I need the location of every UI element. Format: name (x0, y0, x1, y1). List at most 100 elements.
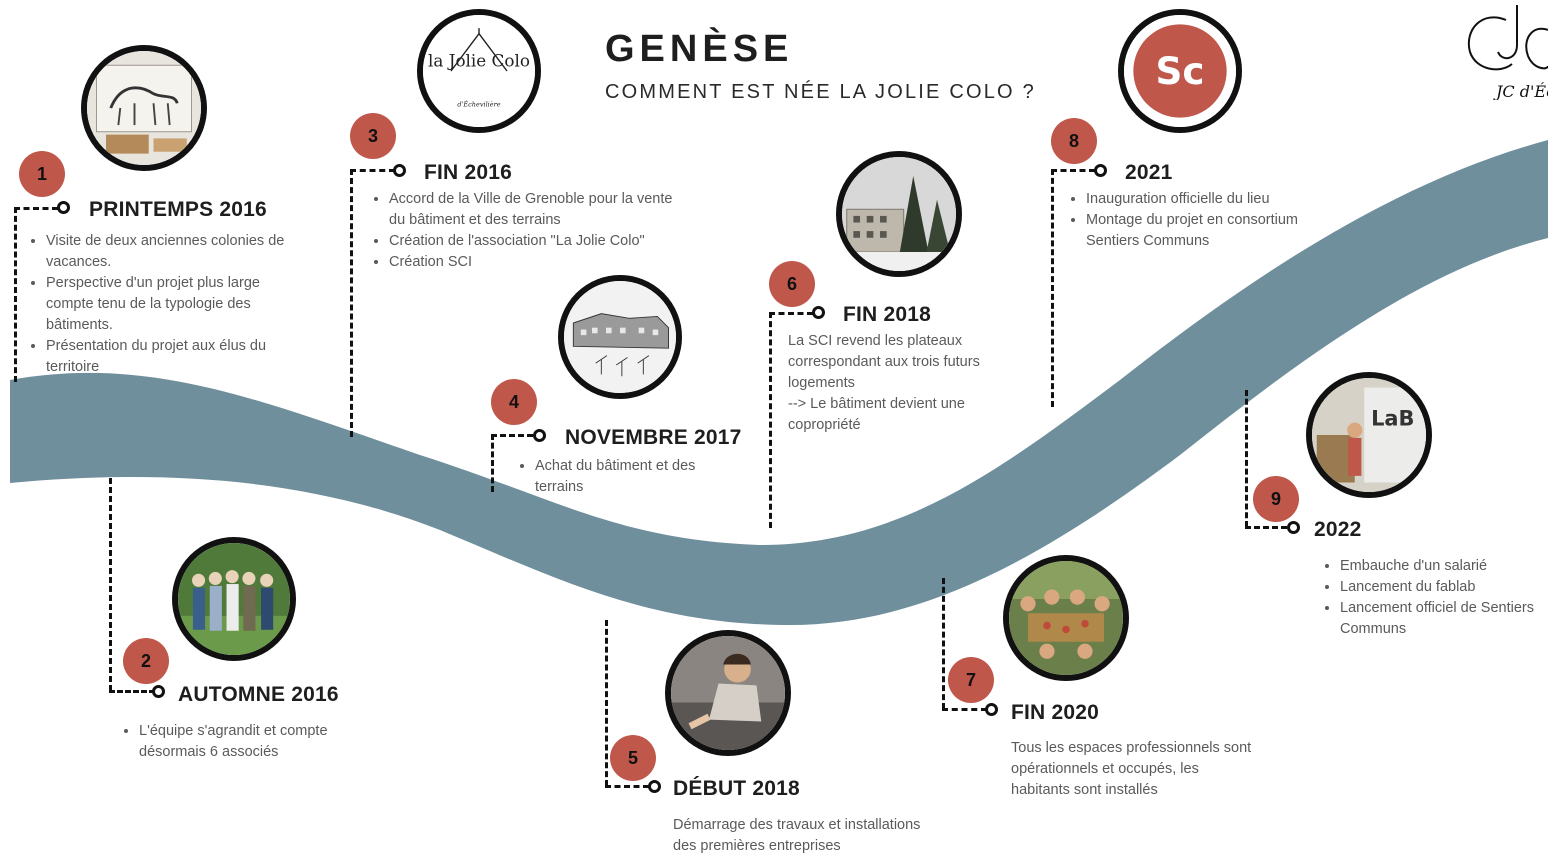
milestone-6-line: correspondant aux trois futurs (788, 354, 980, 370)
milestone-9-dot (1287, 521, 1300, 534)
milestone-5-badge: 5 (610, 735, 656, 781)
milestone-9-item: Lancement officiel de Sentiers Communs (1340, 598, 1548, 640)
milestone-3-photo: la Jolie Colo d'Échevilière (417, 9, 541, 133)
milestone-8-title: 2021 (1125, 161, 1173, 184)
milestone-3-list: Accord de la Ville de Grenoble pour la v… (373, 189, 689, 273)
milestone-1-item: Présentation du projet aux élus du terri… (46, 336, 300, 378)
sentiers-communs-logo-icon: Sc (1124, 15, 1236, 127)
milestone-4-badge: 4 (491, 379, 537, 425)
milestone-4-title: NOVEMBRE 2017 (565, 426, 742, 449)
milestone-9-connector (1245, 526, 1287, 529)
milestone-4-item: Achat du bâtiment et des terrains (535, 456, 705, 498)
milestone-9-title: 2022 (1314, 518, 1362, 541)
milestone-7-line: habitants sont installés (1011, 782, 1158, 798)
milestone-7-text: Tous les espaces professionnels sont opé… (1011, 738, 1291, 801)
milestone-1-photo (81, 45, 207, 171)
milestone-5-title: DÉBUT 2018 (673, 777, 800, 800)
milestone-5-line: des premières entreprises (673, 838, 841, 854)
milestone-8-stem (1051, 169, 1054, 407)
workshop-sketch-photo-icon (87, 51, 201, 165)
milestone-6-photo (836, 151, 962, 277)
milestone-8-list: Inauguration officielle du lieu Montage … (1070, 189, 1346, 252)
milestone-8-photo: Sc (1118, 9, 1242, 133)
milestone-9-stem (1245, 390, 1248, 527)
milestone-6-line: --> Le bâtiment devient une (788, 396, 965, 412)
milestone-2-list: L'équipe s'agrandit et compte désormais … (123, 721, 369, 763)
milestone-3-connector (350, 169, 395, 172)
milestone-5-text: Démarrage des travaux et installations d… (673, 815, 953, 857)
milestone-8-item: Montage du projet en consortium Sentiers… (1086, 210, 1346, 252)
milestone-3-item: Création de l'association "La Jolie Colo… (389, 231, 689, 252)
milestone-4-list: Achat du bâtiment et des terrains (519, 456, 705, 498)
milestone-2-dot (152, 685, 165, 698)
milestone-9-badge: 9 (1253, 476, 1299, 522)
milestone-6-line: copropriété (788, 417, 861, 433)
milestone-5-dot (648, 780, 661, 793)
milestone-5-stem (605, 620, 608, 786)
milestone-7-title: FIN 2020 (1011, 701, 1099, 724)
milestone-2-stem (109, 478, 112, 691)
team-group-photo-icon (178, 543, 290, 655)
milestone-5-connector (605, 785, 649, 788)
milestone-3-title: FIN 2016 (424, 161, 512, 184)
milestone-4-stem (491, 434, 494, 492)
milestone-9-photo: LaB (1306, 372, 1432, 498)
milestone-3-stem (350, 169, 353, 437)
milestone-1-stem (14, 207, 17, 382)
milestone-7-dot (985, 703, 998, 716)
milestone-2-title: AUTOMNE 2016 (178, 683, 339, 706)
page-subtitle: COMMENT EST NÉE LA JOLIE COLO ? (605, 81, 1036, 103)
milestone-7-badge: 7 (948, 657, 994, 703)
page-title: GENÈSE (605, 28, 794, 70)
milestone-6-badge: 6 (769, 261, 815, 307)
milestone-3-item: Accord de la Ville de Grenoble pour la v… (389, 189, 689, 231)
fablab-photo-icon: LaB (1312, 378, 1426, 492)
milestone-4-photo (558, 275, 682, 399)
milestone-1-title: PRINTEMPS 2016 (89, 198, 267, 221)
milestone-1-item: Visite de deux anciennes colonies de vac… (46, 231, 300, 273)
milestone-6-text: La SCI revend les plateaux correspondant… (788, 331, 1018, 436)
milestone-9-item: Lancement du fablab (1340, 577, 1548, 598)
milestone-6-line: La SCI revend les plateaux (788, 333, 963, 349)
milestone-7-line: Tous les espaces professionnels sont (1011, 740, 1252, 756)
emblem-text: la Jolie Colo (428, 50, 530, 70)
building-sketch-photo-icon (564, 281, 676, 393)
snowy-building-photo-icon (842, 157, 956, 271)
milestone-3-badge: 3 (350, 113, 396, 159)
sc-logo-text: Sc (1155, 49, 1204, 93)
milestone-1-dot (57, 201, 70, 214)
milestone-4-connector (491, 434, 533, 437)
milestone-7-stem (942, 578, 945, 709)
milestone-4-dot (533, 429, 546, 442)
milestone-9-item: Embauche d'un salarié (1340, 556, 1548, 577)
jolie-colo-logo-icon: JC d'Éch (1462, 0, 1548, 100)
milestone-1-list: Visite de deux anciennes colonies de vac… (30, 231, 300, 378)
brand-logo-text: JC d'Éch (1493, 81, 1548, 100)
milestone-2-connector (109, 690, 155, 693)
milestone-5-line: Démarrage des travaux et installations (673, 817, 921, 833)
milestone-6-stem (769, 312, 772, 528)
milestone-7-photo (1003, 555, 1129, 681)
emblem-subtext: d'Échevilière (457, 99, 500, 108)
jolie-colo-emblem-icon: la Jolie Colo d'Échevilière (423, 15, 535, 127)
milestone-7-connector (942, 708, 987, 711)
milestone-6-connector (769, 312, 813, 315)
milestone-8-connector (1051, 169, 1095, 172)
svg-text:LaB: LaB (1371, 407, 1414, 431)
milestone-2-photo (172, 537, 296, 661)
milestone-7-line: opérationnels et occupés, les (1011, 761, 1199, 777)
milestone-8-dot (1094, 164, 1107, 177)
milestone-6-line: logements (788, 375, 855, 391)
milestone-3-dot (393, 164, 406, 177)
milestone-5-photo (665, 630, 791, 756)
milestone-2-badge: 2 (123, 638, 169, 684)
milestone-8-badge: 8 (1051, 118, 1097, 164)
milestone-1-badge: 1 (19, 151, 65, 197)
milestone-3-item: Création SCI (389, 252, 689, 273)
milestone-2-item: L'équipe s'agrandit et compte désormais … (139, 721, 369, 763)
milestone-8-item: Inauguration officielle du lieu (1086, 189, 1346, 210)
milestone-6-title: FIN 2018 (843, 303, 931, 326)
milestone-6-dot (812, 306, 825, 319)
milestone-9-list: Embauche d'un salarié Lancement du fabla… (1324, 556, 1548, 640)
